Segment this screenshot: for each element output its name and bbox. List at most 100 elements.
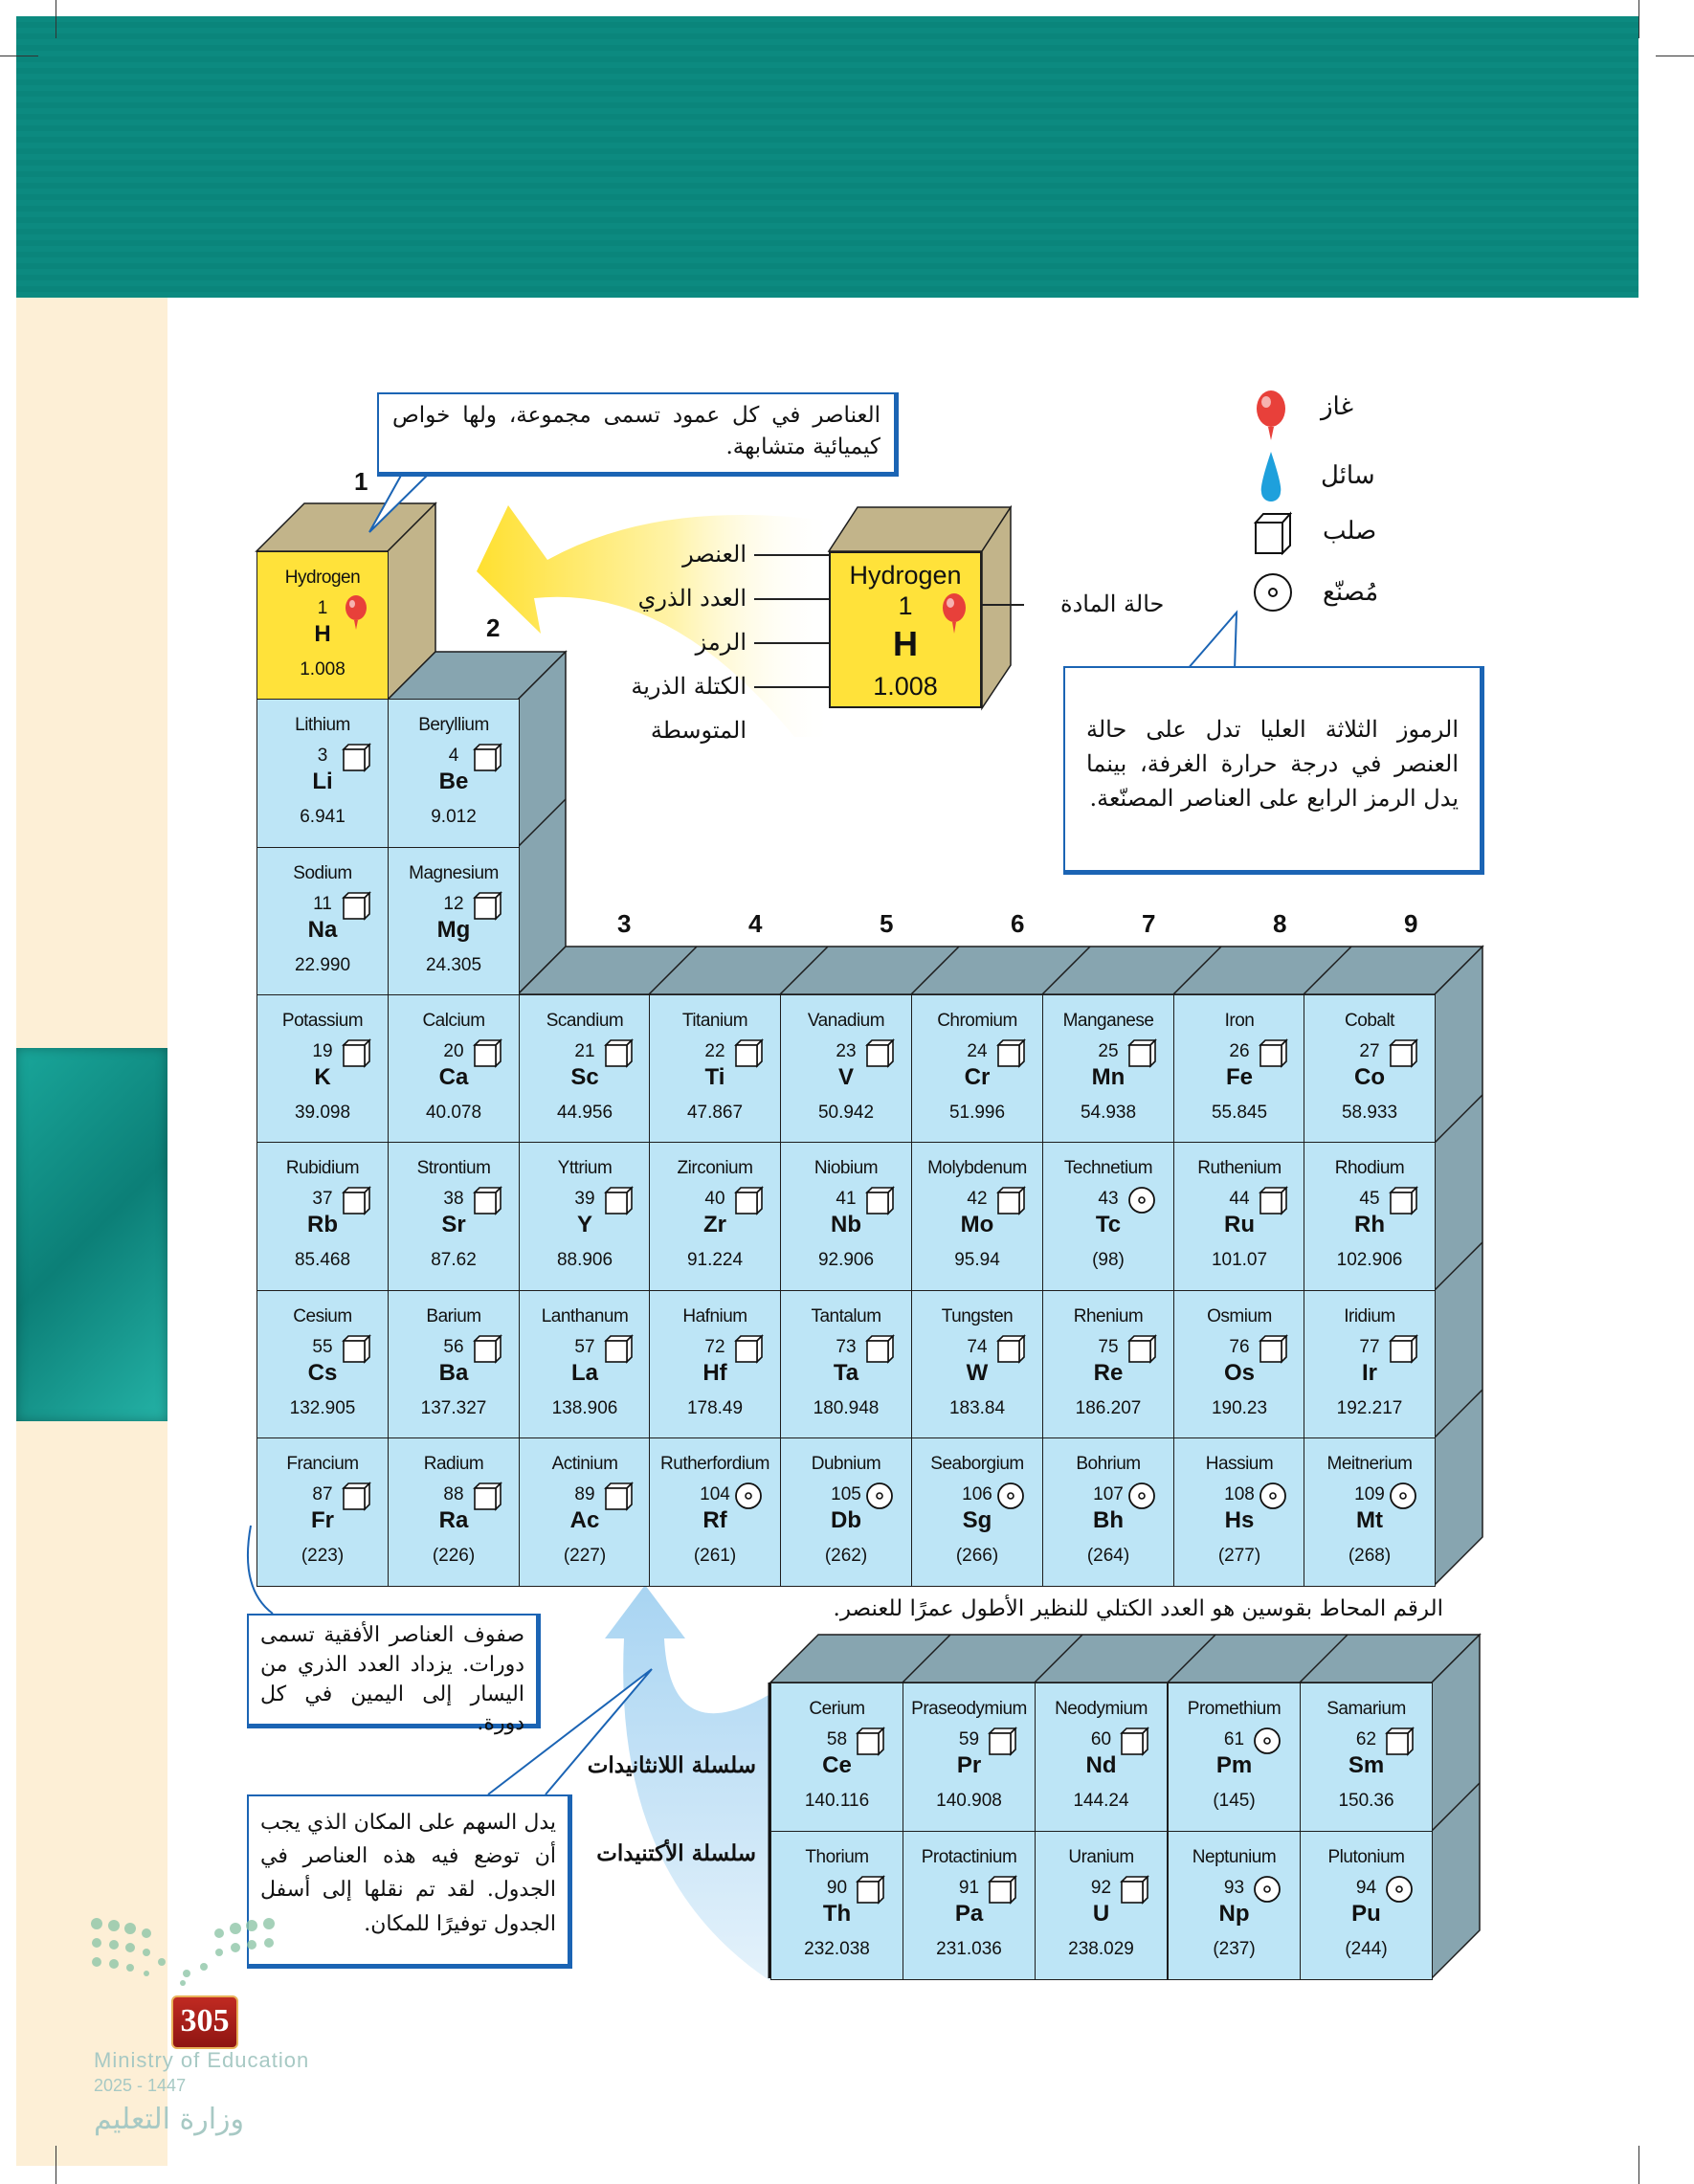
element-name: Rhodium [1334,1158,1405,1178]
atomic-number: 61 [1223,1729,1245,1749]
element-name: Titanium [681,1011,748,1031]
atomic-mass: 238.029 [1068,1939,1134,1959]
yellow-arrow [477,505,833,737]
element-symbol: V [837,1064,854,1090]
solid-cube-icon [988,1726,1017,1756]
key-number: 1 [898,591,913,620]
element-name: Cesium [293,1306,352,1326]
atomic-number: 19 [312,1041,333,1061]
element-symbol: Nb [831,1212,861,1237]
element-name: Plutonium [1327,1847,1406,1867]
synthetic-target-icon [1127,1185,1156,1215]
element-name: Tantalum [811,1306,881,1326]
group-number-5: 5 [880,909,894,938]
element-name: Rutherfordium [660,1454,769,1474]
key-mass: 1.008 [873,672,938,701]
atomic-mass: 190.23 [1211,1398,1268,1418]
blue-arrow [605,1585,770,1981]
key-label-state: حالة المادة [1060,591,1165,617]
element-symbol: Pu [1351,1901,1381,1927]
element-symbol: Db [831,1507,861,1533]
atomic-mass: (244) [1345,1939,1388,1959]
atomic-number: 22 [704,1041,725,1061]
solid-cube-icon [865,1333,895,1364]
atomic-number: 26 [1229,1041,1250,1061]
solid-cube-icon [988,1874,1017,1905]
element-symbol: Ba [438,1360,469,1386]
element-symbol: Hs [1224,1507,1255,1533]
atomic-mass: (266) [955,1546,999,1566]
legend-label-solid: صلب [1323,517,1377,546]
solid-cube-icon [473,1481,502,1511]
element-symbol: K [314,1064,331,1090]
solid-cube-icon [1127,1333,1157,1364]
solid-cube-icon [856,1726,885,1756]
element-symbol: Co [1354,1064,1385,1090]
key-top-face [827,506,1013,552]
solid-cube-icon [604,1333,634,1364]
element-symbol: Mg [436,917,471,943]
atomic-number: 94 [1355,1878,1377,1898]
atomic-number: 104 [700,1484,730,1504]
solid-cube-icon [473,1185,502,1215]
element-name: Lanthanum [541,1306,629,1326]
element-symbol: Mt [1356,1507,1383,1533]
element-symbol: H [314,621,331,647]
element-name: Niobium [814,1158,879,1178]
group-number-7: 7 [1142,909,1156,938]
solid-cube-icon [996,1037,1026,1068]
atomic-mass: (98) [1092,1250,1125,1270]
atomic-mass: 232.038 [804,1939,870,1959]
atomic-number: 90 [826,1878,848,1898]
atomic-number: 62 [1355,1729,1377,1749]
solid-cube-icon [342,1333,371,1364]
solid-cube-icon [1120,1874,1149,1905]
element-name: Iron [1224,1011,1255,1031]
element-symbol: Np [1218,1901,1250,1927]
element-symbol: Mo [960,1212,994,1237]
element-name: Tungsten [941,1306,1014,1326]
group-number-8: 8 [1273,909,1287,938]
side-tab [16,1048,167,1421]
atomic-number: 40 [704,1189,725,1209]
element-symbol: Fe [1225,1064,1253,1090]
element-symbol: La [570,1360,598,1386]
solid-cube-icon [865,1037,895,1068]
atomic-mass: 55.845 [1211,1103,1268,1123]
solid-cube-icon [734,1037,764,1068]
element-name: Molybdenum [927,1158,1027,1178]
atomic-number: 57 [574,1337,595,1357]
key-label-mass-2: المتوسطة [650,717,747,744]
key-label-mass: الكتلة الذرية [631,673,747,700]
group-number-9: 9 [1404,909,1418,938]
solid-cube-icon [996,1333,1026,1364]
atomic-number: 24 [967,1041,988,1061]
atomic-number: 60 [1090,1729,1112,1749]
element-key-box: Hydrogen 1 H 1.008 [829,551,982,708]
atomic-number: 93 [1223,1878,1245,1898]
atomic-mass: 95.94 [954,1250,1000,1270]
atomic-number: 59 [958,1729,980,1749]
footer-year: 2025 - 1447 [94,2076,187,2095]
atomic-number: 27 [1359,1041,1380,1061]
atomic-mass: 92.906 [817,1250,875,1270]
liquid-drop-icon [1260,452,1282,501]
